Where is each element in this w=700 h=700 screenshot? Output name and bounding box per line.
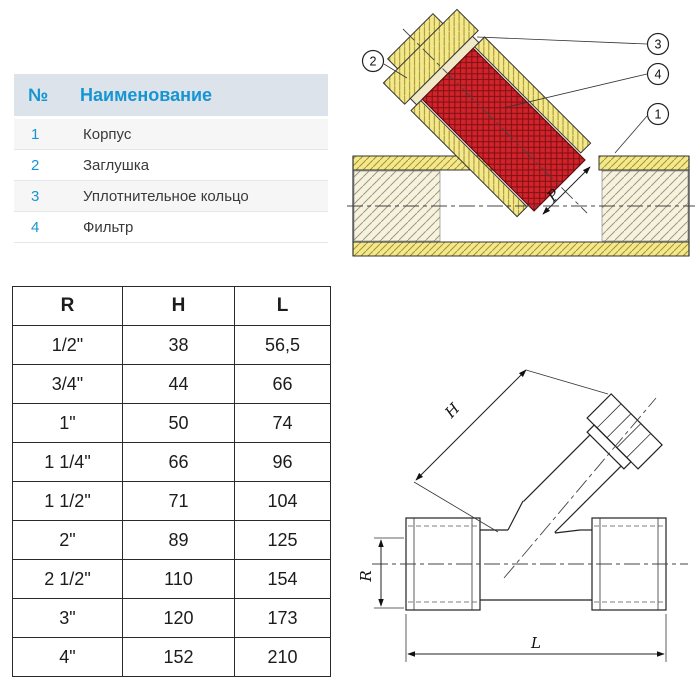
callout-3-label: 3	[655, 38, 662, 52]
dimension-h-label: H	[441, 399, 464, 422]
dimension-l: L	[405, 614, 667, 662]
branch-wall-right	[473, 36, 592, 154]
callout-3: 3	[476, 32, 670, 56]
dim-h: 71	[122, 481, 235, 521]
dimension-r-label: R	[357, 570, 375, 582]
dim-l: 104	[234, 481, 331, 521]
dim-l: 66	[234, 364, 331, 404]
parts-row: 1 Корпус	[14, 119, 328, 150]
branch-wall-left	[410, 99, 528, 218]
dim-l: 56,5	[234, 325, 331, 365]
table-row: 2 1/2" 110 154	[12, 559, 331, 599]
callout-2-label: 2	[370, 55, 377, 69]
callout-4: 4	[502, 62, 670, 109]
dim-r: 1"	[12, 403, 123, 443]
callout-2: 2	[361, 49, 408, 79]
dim-r: 4"	[12, 637, 123, 677]
dim-l: 125	[234, 520, 331, 560]
valve-body-section	[352, 155, 690, 257]
dim-r: 3"	[12, 598, 123, 638]
parts-table-body: 1 Корпус 2 Заглушка 3 Уплотнительное кол…	[14, 119, 328, 243]
part-number: 1	[31, 125, 40, 143]
dim-l: 96	[234, 442, 331, 482]
dim-h: 44	[122, 364, 235, 404]
table-row: 4" 152 210	[12, 637, 331, 677]
dim-r: 3/4"	[12, 364, 123, 404]
dim-l: 74	[234, 403, 331, 443]
part-number: 2	[31, 156, 40, 174]
callout-4-label: 4	[655, 68, 662, 82]
parts-row: 4 Фильтр	[14, 212, 328, 243]
dim-header-r: R	[12, 286, 123, 326]
parts-row: 2 Заглушка	[14, 150, 328, 181]
parts-header-name: Наименование	[80, 84, 213, 105]
dim-h: 50	[122, 403, 235, 443]
parts-row: 3 Уплотнительное кольцо	[14, 181, 328, 212]
dim-r: 1 1/4"	[12, 442, 123, 482]
callout-1-label: 1	[655, 108, 662, 122]
dim-r: 1/2"	[12, 325, 123, 365]
valve-outline-body	[405, 500, 667, 611]
dim-h: 66	[122, 442, 235, 482]
dim-h: 38	[122, 325, 235, 365]
parts-table-header: № Наименование	[14, 74, 328, 116]
part-name: Фильтр	[83, 218, 134, 236]
table-row: 3/4" 44 66	[12, 364, 331, 404]
dim-l: 173	[234, 598, 331, 638]
dim-header-l: L	[234, 286, 331, 326]
dimensions-header-row: R H L	[12, 286, 331, 326]
parts-table: № Наименование 1 Корпус 2 Заглушка 3 Упл…	[14, 74, 328, 243]
table-row: 1/2" 38 56,5	[12, 325, 331, 365]
dim-h: 120	[122, 598, 235, 638]
dim-l: 210	[234, 637, 331, 677]
part-number: 4	[31, 218, 40, 236]
valve-outline-cap	[523, 393, 663, 533]
dim-h: 89	[122, 520, 235, 560]
dim-l: 154	[234, 559, 331, 599]
dim-r: 2 1/2"	[12, 559, 123, 599]
table-row: 3" 120 173	[12, 598, 331, 638]
parts-header-num: №	[28, 84, 49, 105]
valve-section-drawing: P 2 3 4 1	[345, 6, 697, 298]
dim-h: 110	[122, 559, 235, 599]
valve-outline-drawing: H R L	[356, 350, 696, 695]
table-row: 2" 89 125	[12, 520, 331, 560]
table-row: 1 1/4" 66 96	[12, 442, 331, 482]
table-row: 1 1/2" 71 104	[12, 481, 331, 521]
dim-r: 1 1/2"	[12, 481, 123, 521]
dimension-l-label: L	[530, 634, 541, 652]
dim-r: 2"	[12, 520, 123, 560]
table-row: 1" 50 74	[12, 403, 331, 443]
dim-h: 152	[122, 637, 235, 677]
dimensions-table: R H L 1/2" 38 56,5 3/4" 44 66 1" 50 74	[12, 286, 331, 677]
part-name: Заглушка	[83, 156, 150, 174]
branch-centerline	[503, 397, 657, 579]
part-name: Корпус	[83, 125, 132, 143]
callout-1: 1	[614, 102, 670, 154]
dimension-r: R	[357, 537, 404, 609]
dimension-h: H	[413, 369, 609, 533]
dim-header-h: H	[122, 286, 235, 326]
part-name: Уплотнительное кольцо	[83, 187, 249, 205]
part-number: 3	[31, 187, 40, 205]
